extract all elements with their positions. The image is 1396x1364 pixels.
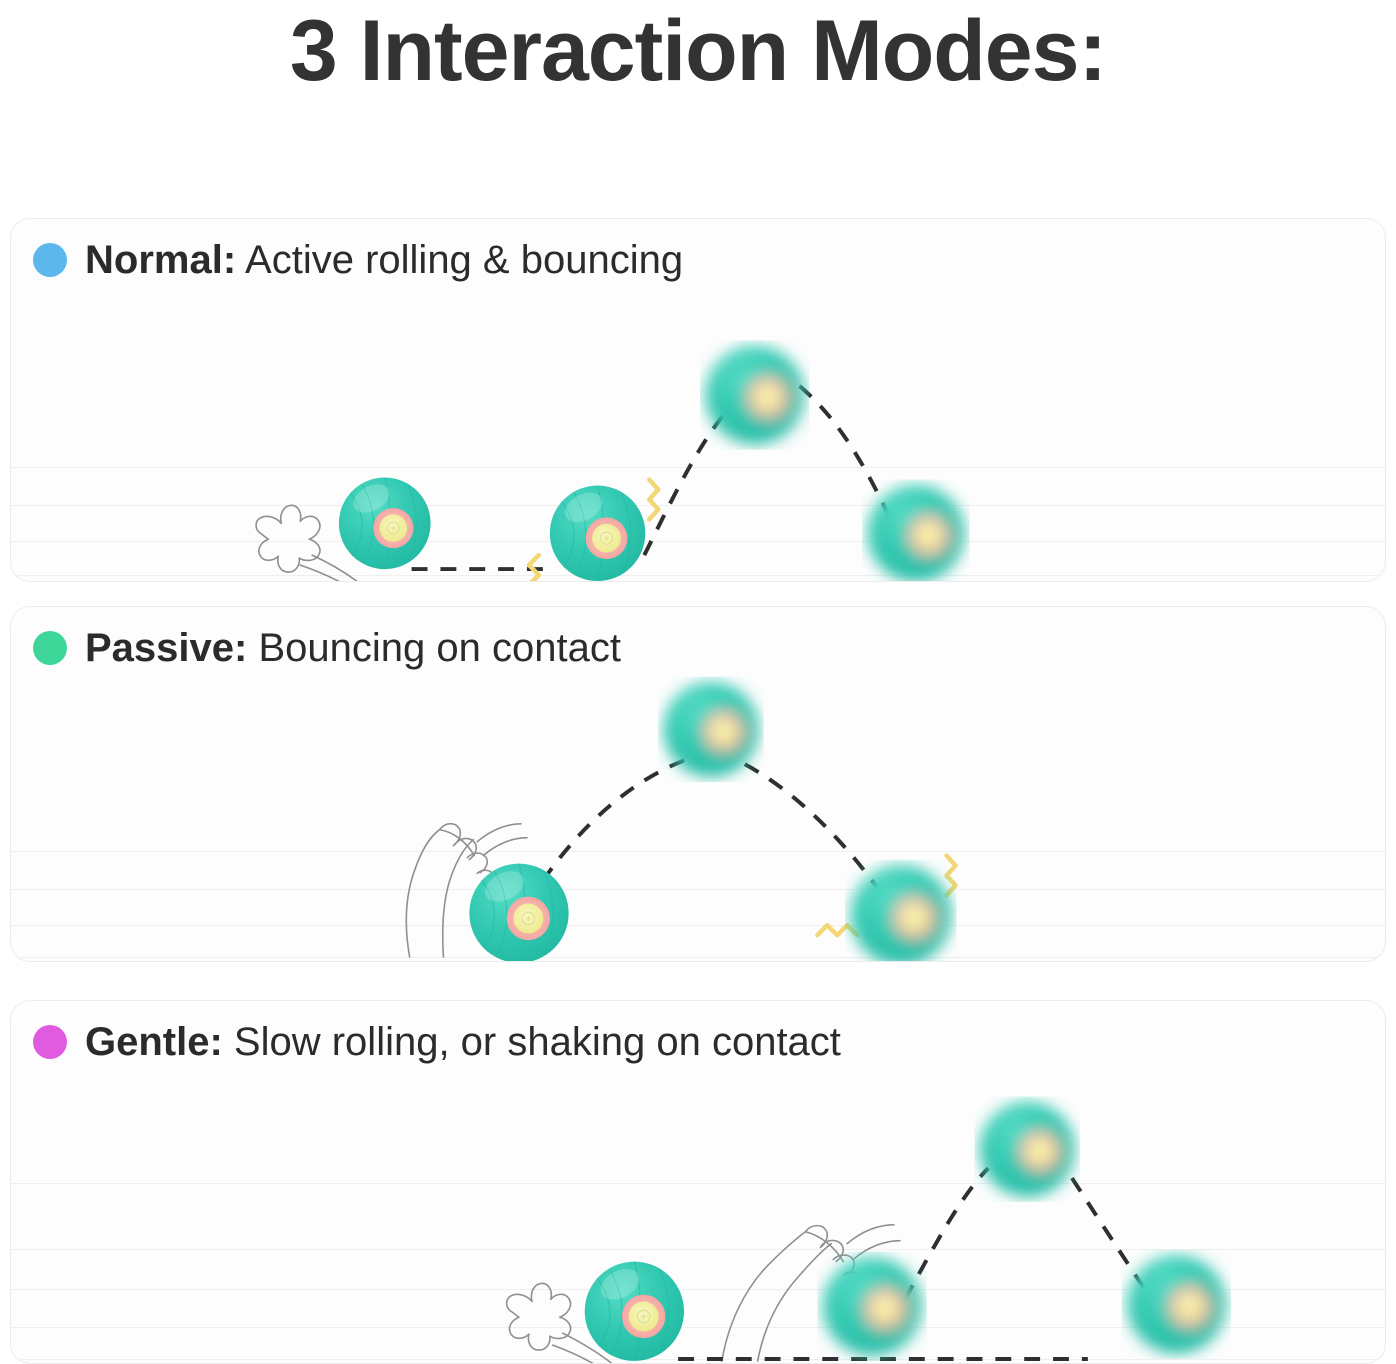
impact-mark (944, 853, 958, 898)
mode-description: Slow rolling, or shaking on contact (233, 1020, 841, 1064)
mode-description: Active rolling & bouncing (245, 238, 684, 282)
status-dot-magenta-icon (33, 1025, 67, 1059)
ball-landing-blurred (851, 865, 951, 961)
mode-card-normal[interactable]: Normal: Active rolling & bouncing (10, 218, 1386, 582)
gridline (11, 575, 1385, 576)
mode-description: Bouncing on contact (258, 626, 621, 670)
ball-descending-blurred (1127, 1255, 1225, 1353)
status-dot-blue-icon (33, 243, 67, 277)
gridline (11, 851, 1385, 852)
gridline (11, 467, 1385, 468)
status-dot-green-icon (33, 631, 67, 665)
gridline (11, 889, 1385, 890)
paw-print-icon (505, 1282, 613, 1363)
trajectory-dash (903, 1166, 990, 1301)
gridline (11, 1183, 1385, 1184)
ball-contact (468, 862, 570, 961)
trajectory-dash (743, 762, 879, 889)
gridline (11, 1249, 1385, 1250)
gridline (11, 1359, 1385, 1360)
ball-apex-blurred (980, 1102, 1075, 1197)
ball-rolling (584, 1260, 685, 1362)
mode-name: Passive: (85, 626, 248, 670)
page-title: 3 Interaction Modes: (289, 3, 1107, 99)
paw-print-icon (255, 504, 358, 581)
gridline (11, 541, 1385, 542)
mode-label-gentle: Gentle: Slow rolling, or shaking on cont… (85, 1019, 841, 1065)
mode-header-gentle: Gentle: Slow rolling, or shaking on cont… (33, 1019, 841, 1065)
ball-descending-blurred (867, 485, 964, 581)
mode-header-normal: Normal: Active rolling & bouncing (33, 237, 683, 283)
gridline (11, 925, 1385, 926)
mode-label-passive: Passive: Bouncing on contact (85, 625, 621, 671)
mode-name: Gentle: (85, 1020, 223, 1064)
mode-header-passive: Passive: Bouncing on contact (33, 625, 621, 671)
mode-card-gentle[interactable]: Gentle: Slow rolling, or shaking on cont… (10, 1000, 1386, 1364)
impact-mark (526, 552, 542, 581)
trajectory-dash (798, 384, 901, 539)
ball-apex-blurred (663, 682, 758, 777)
trajectory-dash (1070, 1176, 1146, 1289)
ball-rolling (338, 476, 432, 570)
gridline (11, 957, 1385, 958)
gridline (11, 1289, 1385, 1290)
gridline (11, 505, 1385, 506)
ball-bounce-blurred (823, 1257, 921, 1355)
ball-apex-blurred (705, 346, 803, 444)
scene-passive (405, 607, 958, 961)
ball-contact (549, 484, 646, 581)
impact-mark (647, 477, 661, 522)
scene-gentle (505, 1001, 1385, 1363)
scene-normal (255, 219, 1385, 581)
impact-mark (815, 922, 860, 938)
mode-label-normal: Normal: Active rolling & bouncing (85, 237, 683, 283)
gridline (11, 1327, 1385, 1328)
mode-card-passive[interactable]: Passive: Bouncing on contact (10, 606, 1386, 962)
mode-name: Normal: (85, 238, 237, 282)
